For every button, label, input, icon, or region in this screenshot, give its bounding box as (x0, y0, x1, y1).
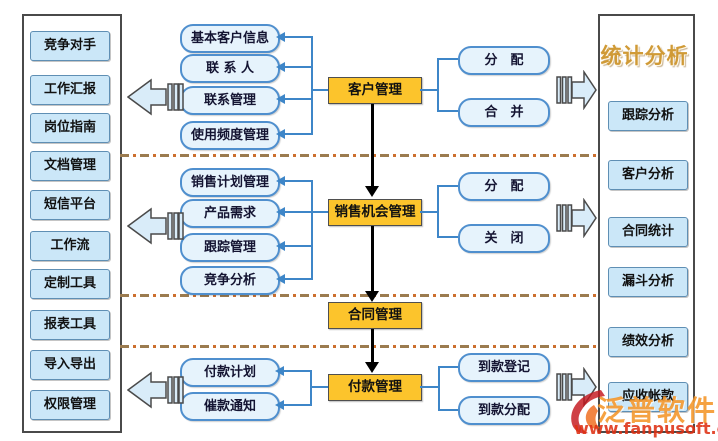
arrowhead-left-icon (276, 32, 285, 42)
action-box: 到款登记 (458, 353, 550, 382)
flow-line (371, 329, 374, 363)
sub-box: 竞争分析 (180, 266, 280, 295)
connector-line (284, 180, 313, 182)
connector-line (284, 98, 313, 100)
connector-line (284, 211, 313, 213)
left-panel-item: 工作汇报 (30, 75, 110, 105)
left-panel-item: 导入导出 (30, 350, 110, 380)
arrowhead-left-icon (276, 207, 285, 217)
arrowhead-left-icon (275, 366, 284, 376)
connector-line (437, 110, 458, 112)
left-panel-item: 短信平台 (30, 190, 110, 220)
arrowhead-left-icon (276, 241, 285, 251)
sub-box: 销售计划管理 (180, 168, 280, 197)
connector-line (420, 211, 438, 213)
arrowhead-left-icon (275, 400, 284, 410)
sub-box: 基本客户信息 (180, 24, 280, 53)
flow-arrow-down-icon (365, 362, 379, 373)
connector-line (437, 236, 458, 238)
connector-line (284, 36, 313, 38)
right-panel-item: 跟踪分析 (608, 101, 688, 131)
right-panel-item: 漏斗分析 (608, 267, 688, 297)
left-panel-item: 文档管理 (30, 151, 110, 181)
block-arrow-left-icon (127, 207, 184, 245)
arrowhead-left-icon (276, 274, 285, 284)
connector-line (284, 133, 313, 135)
arrowhead-left-icon (276, 176, 285, 186)
block-arrow-left-icon (127, 78, 184, 116)
left-panel-item: 权限管理 (30, 390, 110, 420)
connector-line (420, 89, 438, 91)
right-panel-item: 客户分析 (608, 160, 688, 190)
left-panel-item: 竞争对手 (30, 31, 110, 61)
block-arrow-right-icon (556, 70, 597, 110)
left-panel-item: 报表工具 (30, 310, 110, 340)
stage-box-customer-mgmt: 客户管理 (328, 77, 422, 104)
separator-dash-line (120, 345, 598, 348)
sub-box: 催款通知 (180, 392, 280, 421)
flow-arrow-down-icon (365, 186, 379, 197)
watermark-url-text: www.fanpusoft.com (574, 419, 718, 438)
connector-line (438, 409, 458, 411)
sub-box: 联系管理 (180, 86, 280, 115)
sub-box: 使用频度管理 (180, 121, 280, 150)
action-box: 分 配 (458, 172, 550, 201)
action-box: 关 闭 (458, 224, 550, 253)
right-panel-item: 合同统计 (608, 217, 688, 247)
connector-line (310, 370, 312, 406)
connector-line (283, 370, 312, 372)
connector-line (283, 404, 312, 406)
connector-line (311, 36, 313, 135)
action-box: 分 配 (458, 46, 550, 75)
left-panel-item: 工作流 (30, 231, 110, 261)
separator-dash-line (120, 294, 598, 297)
connector-line (438, 366, 458, 368)
connector-line (284, 66, 313, 68)
connector-line (311, 180, 313, 280)
right-panel-item: 绩效分析 (608, 327, 688, 357)
arrowhead-left-icon (276, 129, 285, 139)
sub-box: 联 系 人 (180, 54, 280, 83)
left-panel-item: 岗位指南 (30, 113, 110, 143)
stage-box-sales-opportunity-mgmt: 销售机会管理 (328, 199, 422, 226)
connector-line (437, 58, 458, 60)
stage-box-contract-mgmt: 合同管理 (328, 302, 422, 329)
sub-box: 产品需求 (180, 199, 280, 228)
sub-box: 跟踪管理 (180, 233, 280, 262)
watermark-brand-text: 泛普软件 (597, 394, 718, 427)
arrowhead-left-icon (276, 94, 285, 104)
action-box: 合 并 (458, 98, 550, 127)
connector-line (284, 278, 313, 280)
connector-line (437, 58, 439, 112)
connector-line (438, 366, 440, 411)
connector-line (312, 211, 328, 213)
fanpu-logo-icon (571, 390, 605, 434)
sub-box: 付款计划 (180, 358, 280, 387)
separator-dash-line (120, 154, 598, 157)
stage-box-payment-mgmt: 付款管理 (328, 374, 422, 401)
flow-line (371, 226, 374, 291)
stats-panel-title: 统计分析 (600, 44, 689, 68)
flow-arrow-down-icon (365, 291, 379, 302)
connector-line (420, 386, 439, 388)
block-arrow-right-icon (556, 198, 597, 238)
connector-line (312, 89, 328, 91)
connector-line (437, 185, 439, 238)
left-panel-item: 定制工具 (30, 269, 110, 299)
flow-line (371, 104, 374, 186)
connector-line (437, 185, 458, 187)
action-box: 到款分配 (458, 396, 550, 425)
connector-line (284, 245, 313, 247)
block-arrow-left-icon (127, 371, 184, 409)
connector-line (311, 386, 328, 388)
arrowhead-left-icon (276, 62, 285, 72)
right-panel-item: 应收帐款 (608, 382, 688, 412)
